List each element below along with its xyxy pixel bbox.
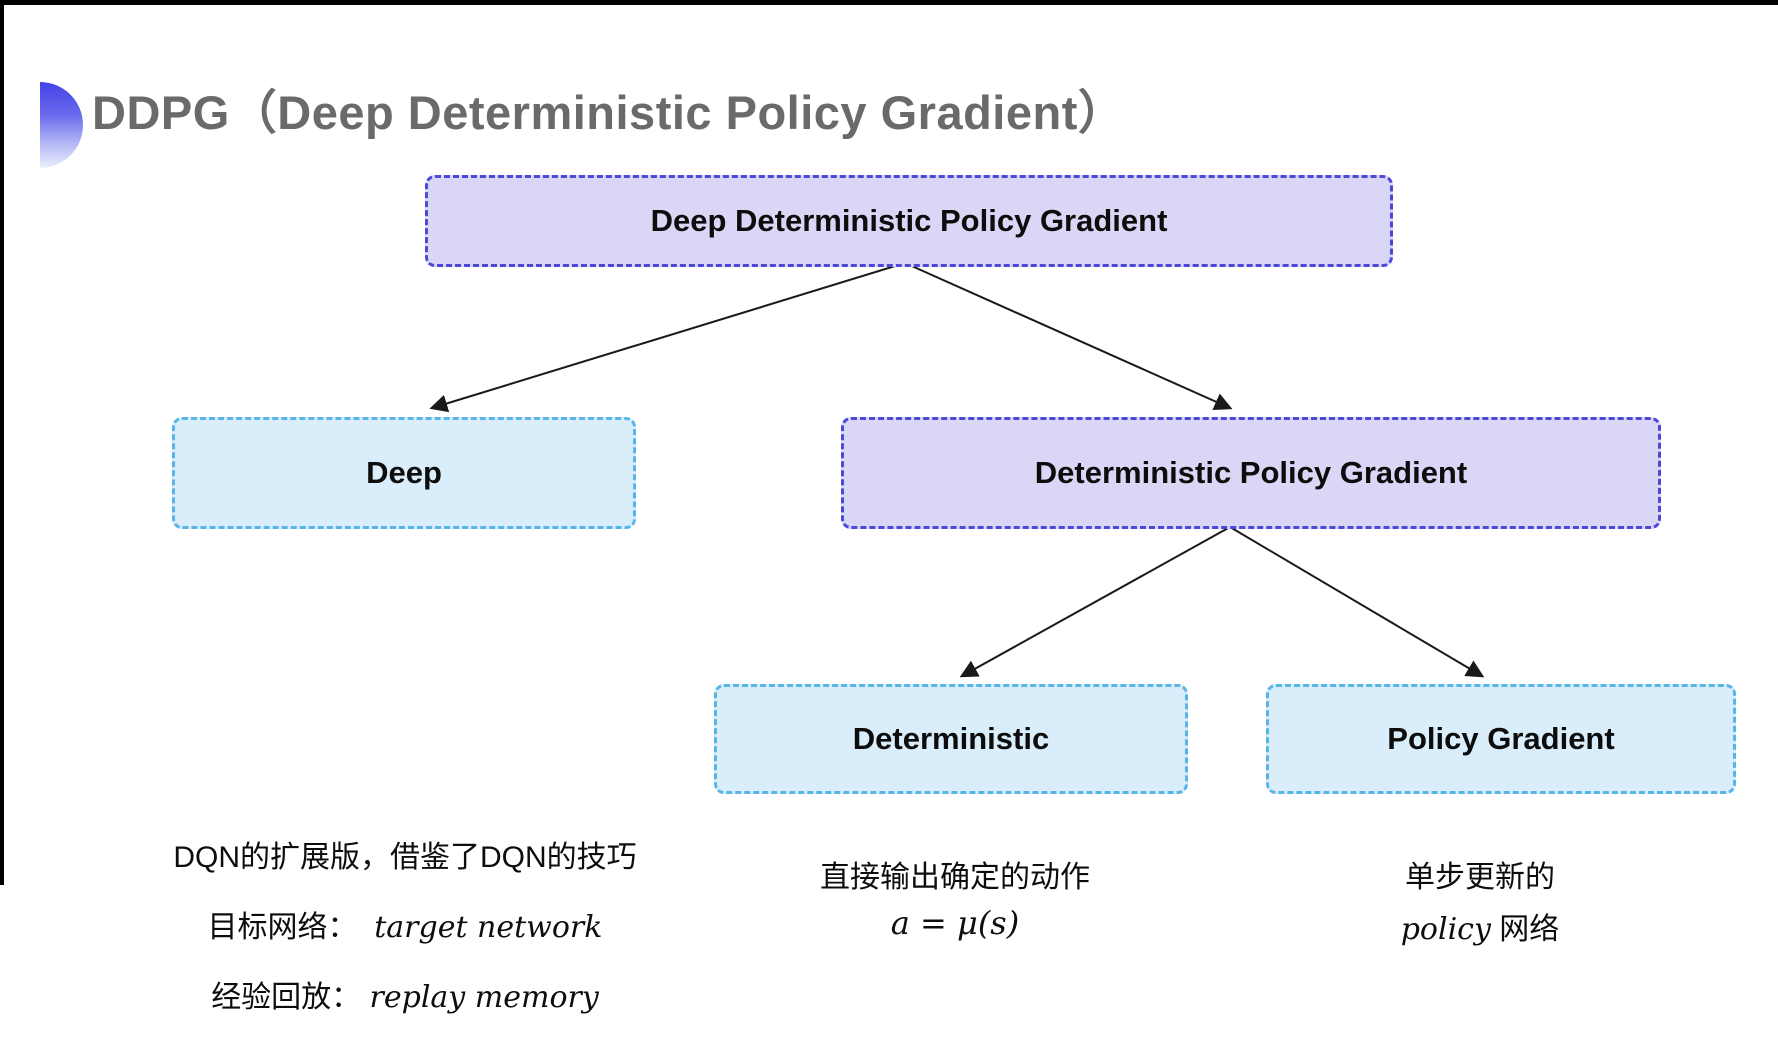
note-policy-gradient-line2: policy 网络	[1280, 904, 1680, 948]
note-deterministic: 直接输出确定的动作 a = μ(s)	[740, 852, 1170, 968]
note-deep-line1: DQN的扩展版，借鉴了DQN的技巧	[173, 841, 637, 874]
note-deep-line2: 目标网络： target network	[100, 902, 710, 946]
node-label: Policy Gradient	[1387, 721, 1615, 756]
arrow-dpg-to-policy-gradient	[1229, 526, 1485, 678]
page-title: DDPG（Deep Deterministic Policy Gradient）	[92, 86, 1126, 139]
note-policy-gradient-line2-zh: 网络	[1490, 913, 1560, 946]
screen-top-border	[0, 0, 1778, 5]
node-deterministic: Deterministic	[714, 684, 1188, 794]
note-deep-line2-en: target network	[374, 910, 603, 945]
note-policy-gradient-line2-en: policy	[1400, 912, 1491, 947]
screen-left-border	[0, 0, 4, 885]
arrow-root-to-dpg	[904, 262, 1233, 410]
note-deep-line2-zh: 目标网络：	[207, 911, 358, 944]
node-label: Deterministic Policy Gradient	[1034, 455, 1468, 490]
bullet-half-circle-icon	[40, 82, 83, 168]
node-label: Deep Deterministic Policy Gradient	[650, 203, 1168, 238]
node-deep-deterministic-policy-gradient: Deep Deterministic Policy Gradient	[425, 175, 1393, 267]
arrow-dpg-to-deterministic	[959, 526, 1231, 678]
note-deterministic-line1: 直接输出确定的动作	[820, 861, 1090, 894]
node-deterministic-policy-gradient: Deterministic Policy Gradient	[841, 417, 1661, 529]
note-deep-line3: 经验回放： replay memory	[100, 972, 710, 1016]
note-policy-gradient-line1: 单步更新的	[1405, 861, 1555, 894]
arrow-root-to-deep	[429, 262, 906, 413]
node-policy-gradient: Policy Gradient	[1266, 684, 1736, 794]
node-deep: Deep	[172, 417, 636, 529]
note-policy-gradient: 单步更新的 policy 网络	[1280, 852, 1680, 974]
note-deep-line3-en: replay memory	[369, 980, 599, 1015]
node-label: Deep	[366, 455, 442, 490]
note-deep: DQN的扩展版，借鉴了DQN的技巧 目标网络： target network 经…	[100, 832, 710, 1042]
node-label: Deterministic	[852, 721, 1050, 756]
note-deep-line3-zh: 经验回放：	[211, 981, 362, 1014]
note-deterministic-formula: a = μ(s)	[890, 904, 1020, 942]
